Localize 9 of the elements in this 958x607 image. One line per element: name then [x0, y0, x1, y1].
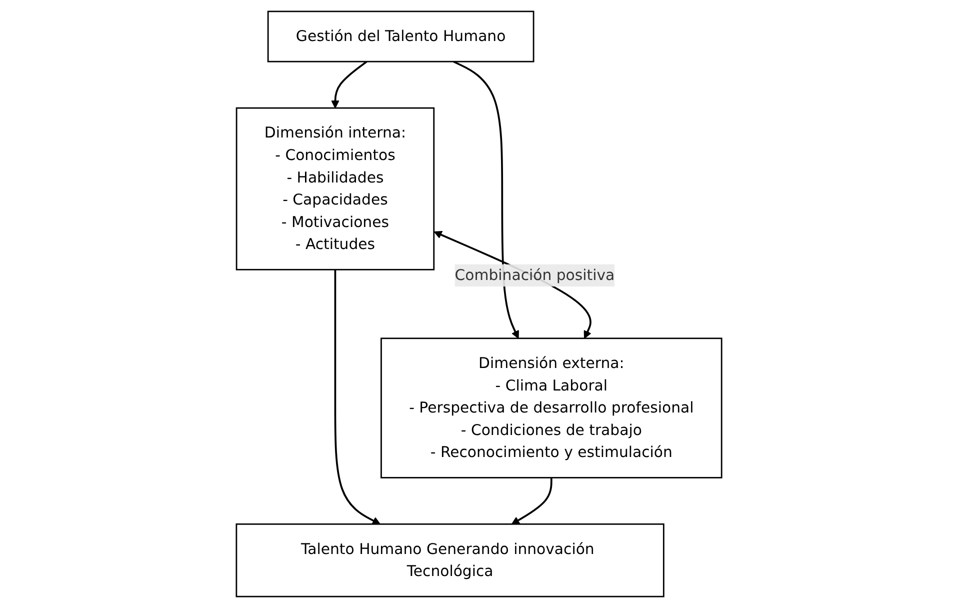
node-box: Gestión del Talento Humano — [267, 10, 534, 62]
node-box: Talento Humano Generando innovación Tecnológica — [236, 522, 664, 597]
node-box: Dimensión interna: - Conocimientos - Habilidades - Capacidades - Motivaciones - Actitudes — [236, 106, 435, 270]
arrow — [334, 269, 380, 524]
arrow — [511, 477, 552, 524]
node-box: Dimensión externa: - Clima Laboral - Perspectiva de desarrollo profesional - Condiciones de trabajo - Reconocimiento y estimulación — [380, 337, 722, 478]
arrow — [331, 60, 368, 108]
edge-label: Combinación positiva — [454, 266, 615, 284]
arrow — [453, 60, 519, 338]
